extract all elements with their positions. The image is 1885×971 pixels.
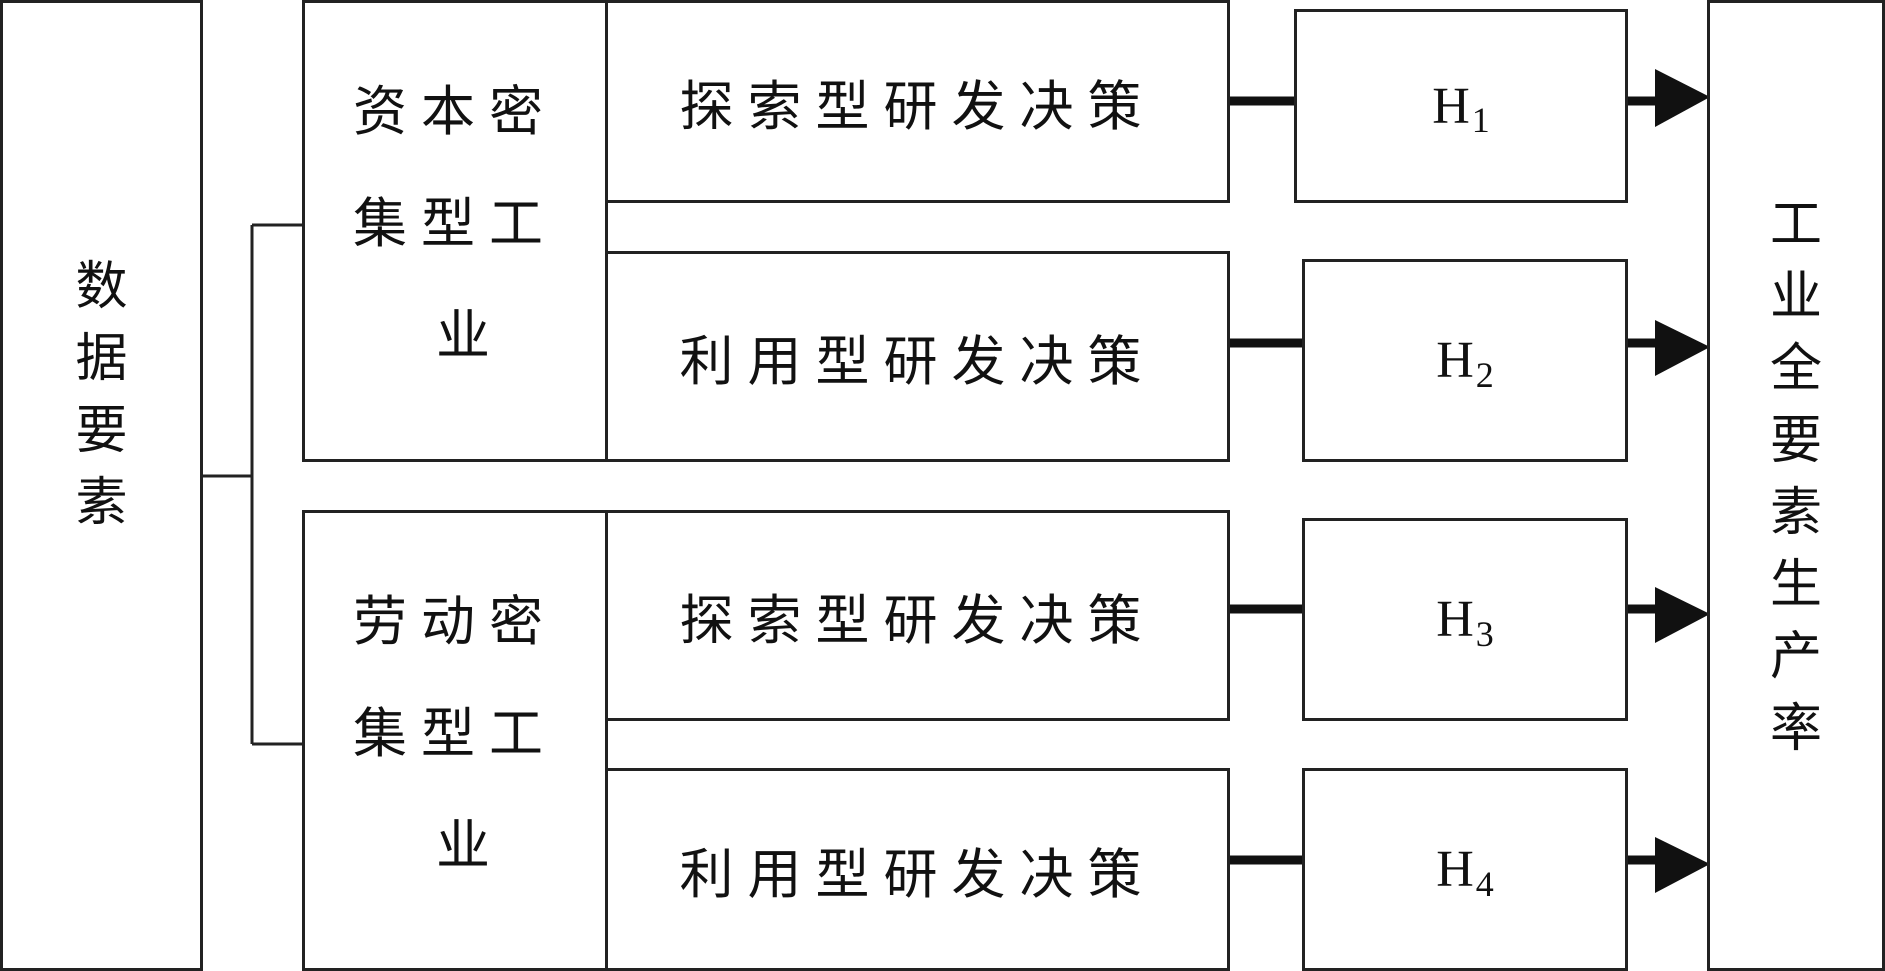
data-factor-char: 要 (75, 401, 128, 461)
industrial-tfp-char: 工 (1769, 195, 1822, 255)
decision-label: 利用型研发决策 (679, 330, 1156, 393)
arrow-head-1 (1655, 69, 1710, 127)
arrow-head-3 (1655, 587, 1710, 643)
industry-label-line: 集型工 (353, 192, 557, 255)
data-factor-box (0, 0, 203, 971)
decision-label: 利用型研发决策 (679, 843, 1156, 906)
industrial-tfp-char: 素 (1769, 483, 1822, 543)
industrial-tfp-char: 全 (1769, 339, 1822, 399)
industrial-tfp-label: 工 业 全 要 素 生 产 率 (1707, 142, 1885, 812)
data-factor-char: 数 (75, 257, 128, 317)
industrial-tfp-char: 率 (1769, 699, 1822, 759)
hypothesis-subscript: 1 (1471, 100, 1490, 140)
data-factor-char: 素 (75, 473, 128, 533)
hypothesis-letter: H (1432, 77, 1470, 135)
exploitative-rd-decision-box-2: 利用型研发决策 (605, 768, 1230, 971)
industrial-tfp-box (1707, 0, 1885, 971)
industrial-tfp-char: 生 (1769, 555, 1822, 615)
industrial-tfp-char: 业 (1769, 267, 1822, 327)
arrow-head-2 (1655, 320, 1710, 376)
industry-label-line: 劳动密 (353, 590, 557, 653)
hypothesis-subscript: 2 (1475, 354, 1494, 395)
industry-label-line: 业 (436, 304, 504, 367)
industrial-tfp-char: 要 (1769, 411, 1822, 471)
industry-label-line: 业 (436, 814, 504, 877)
industry-label-line: 资本密 (353, 80, 557, 143)
exploratory-rd-decision-box-2: 探索型研发决策 (605, 510, 1230, 721)
hypothesis-subscript: 4 (1475, 863, 1494, 904)
labor-intensive-industry-box (302, 510, 608, 971)
decision-label: 探索型研发决策 (679, 589, 1156, 652)
hypothesis-letter: H (1436, 841, 1474, 898)
data-factor-label: 数 据 要 素 (0, 250, 203, 540)
labor-intensive-industry-label: 劳动密 集型工 业 (305, 595, 605, 931)
hypothesis-letter: H (1436, 332, 1474, 389)
exploitative-rd-decision-box-1: 利用型研发决策 (605, 251, 1230, 462)
hypothesis-subscript: 3 (1475, 613, 1494, 654)
capital-intensive-industry-label: 资本密 集型工 业 (305, 85, 605, 421)
exploratory-rd-decision-box-1: 探索型研发决策 (605, 0, 1230, 203)
data-factor-char: 据 (75, 329, 128, 389)
industry-label-line: 集型工 (353, 702, 557, 765)
hypothesis-letter: H (1436, 591, 1474, 648)
capital-intensive-industry-box (302, 0, 608, 462)
arrow-head-4 (1655, 837, 1710, 893)
decision-label: 探索型研发决策 (679, 75, 1156, 138)
industrial-tfp-char: 产 (1769, 627, 1822, 687)
